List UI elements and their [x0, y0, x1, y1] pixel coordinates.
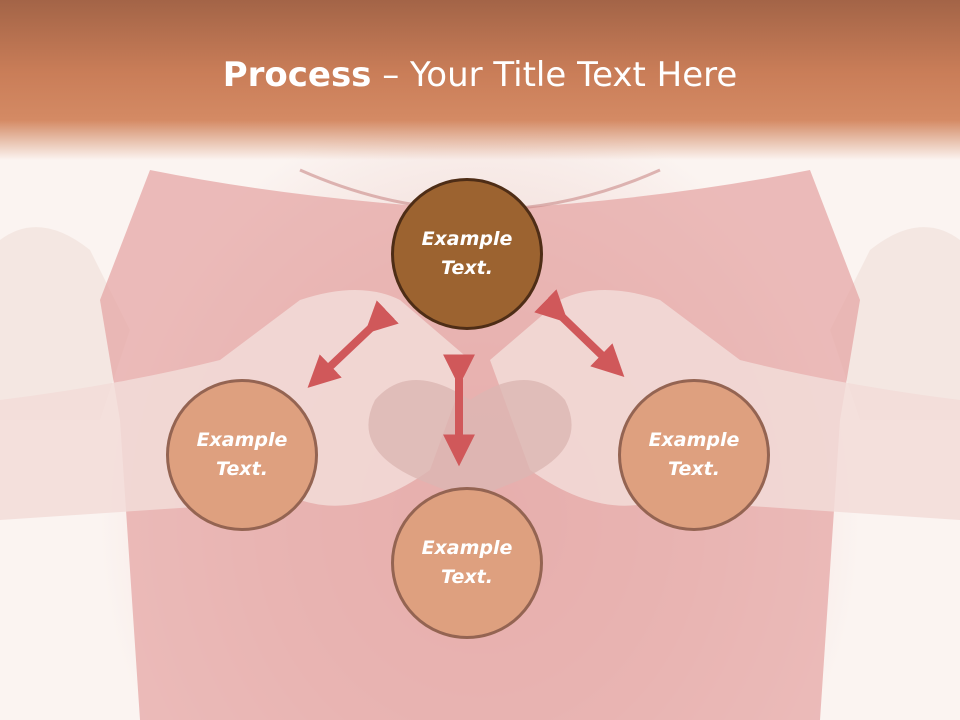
process-node-top: Example Text.: [391, 178, 543, 330]
title-rest: – Your Title Text Here: [371, 55, 738, 95]
node-text-line1: Example: [421, 537, 513, 559]
process-node-right: Example Text.: [618, 379, 770, 531]
node-text-line2: Text.: [441, 566, 493, 588]
title-band: [0, 0, 960, 160]
title-bold: Process: [222, 55, 372, 95]
node-text-line1: Example: [196, 429, 288, 451]
arrow-top-right: [534, 289, 625, 377]
process-node-bottom: Example Text.: [391, 487, 543, 639]
node-text-line2: Text.: [441, 257, 493, 279]
arrow-top-left: [307, 300, 399, 388]
node-text-line1: Example: [648, 429, 740, 451]
node-text-line1: Example: [421, 228, 513, 250]
node-text-line2: Text.: [668, 458, 720, 480]
node-text-line2: Text.: [216, 458, 268, 480]
slide-title: Process – Your Title Text Here: [0, 50, 960, 100]
process-node-left: Example Text.: [166, 379, 318, 531]
